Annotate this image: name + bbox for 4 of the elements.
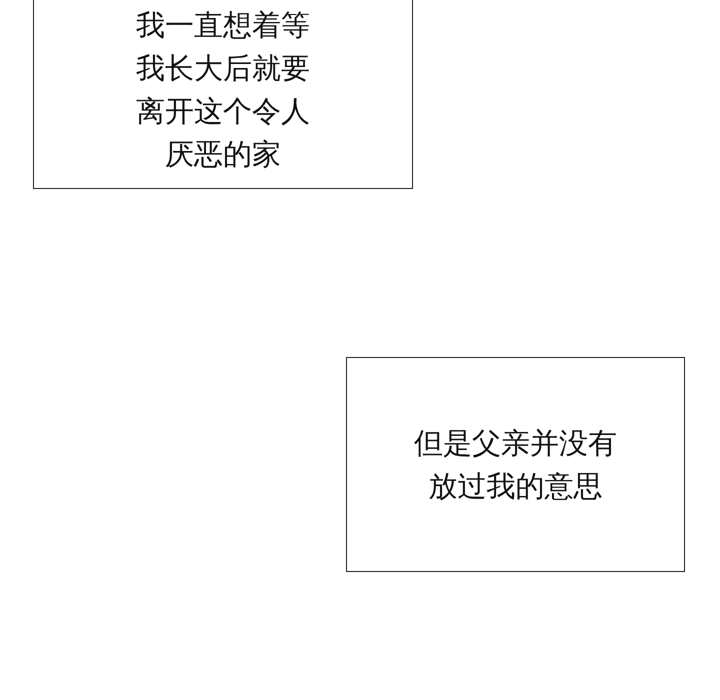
caption-box bbox=[33, 0, 413, 189]
caption-box bbox=[346, 357, 685, 572]
caption-text: 我一直想着等我长大后就要离开这个令人厌恶的家 bbox=[135, 6, 311, 172]
caption-text: 但是父亲并没有放过我的意思 bbox=[413, 424, 618, 504]
